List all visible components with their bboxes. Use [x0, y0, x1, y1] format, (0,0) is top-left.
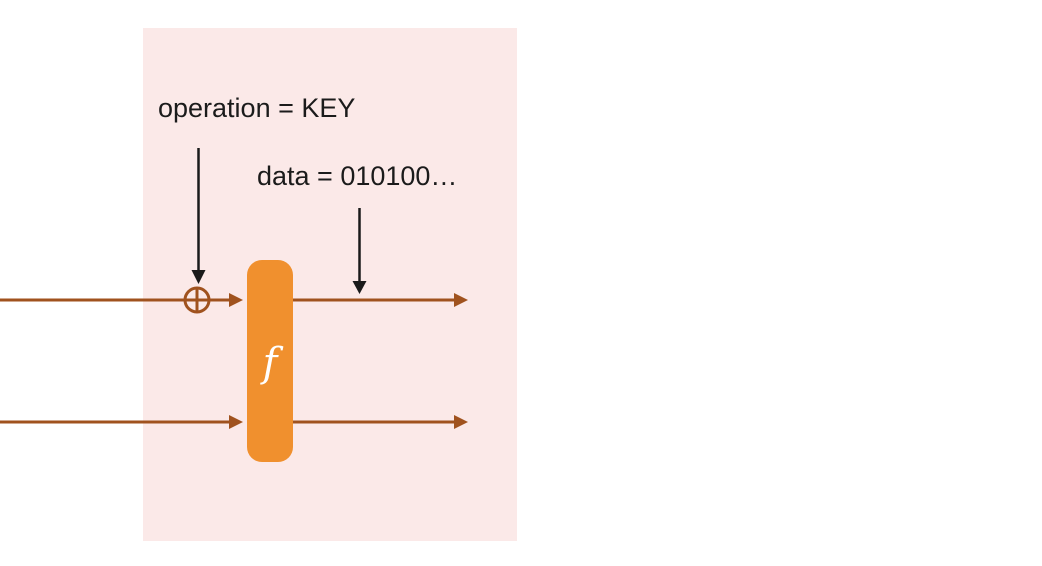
data-label: data = 010100… [257, 161, 458, 191]
function-box: f [247, 260, 293, 462]
bottom-input-arrowhead [229, 415, 243, 429]
highlight-panel [143, 28, 517, 541]
data-pointer-arrowhead [352, 281, 367, 294]
operation-pointer-arrowhead [191, 270, 206, 284]
bottom-output-arrowhead [454, 415, 468, 429]
top-output-arrowhead [454, 293, 468, 307]
top-input-arrowhead [229, 293, 243, 307]
operation-label: operation = KEY [158, 93, 356, 123]
function-label: f [262, 340, 278, 386]
